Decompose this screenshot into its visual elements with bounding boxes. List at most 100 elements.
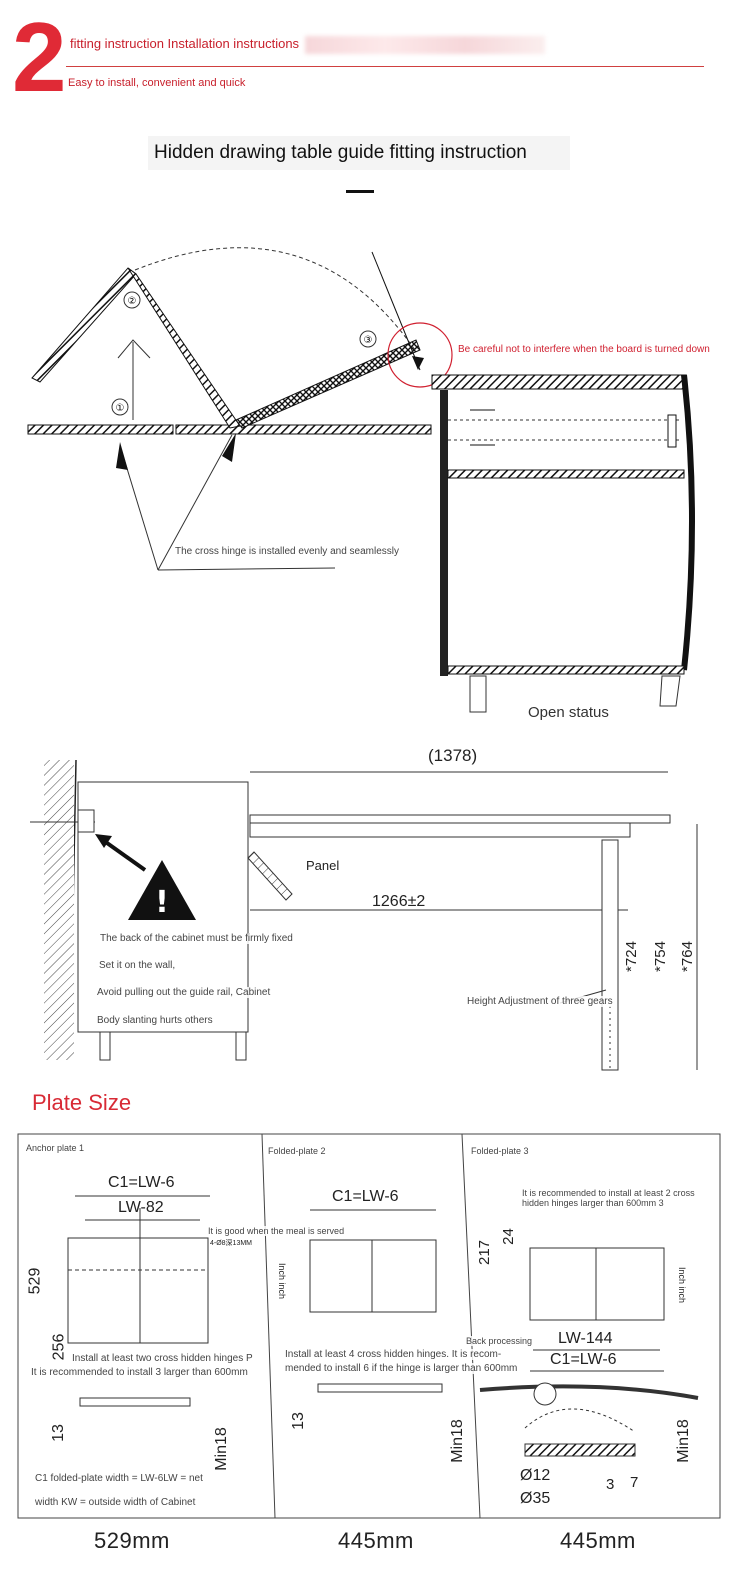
cabinet-bottom xyxy=(447,665,685,675)
plate2-dim-min: Min18 xyxy=(448,1419,466,1463)
plate1-dim-t: 13 xyxy=(49,1424,67,1442)
warning-note: Be careful not to interfere when the boa… xyxy=(458,344,710,355)
plate1-name: Anchor plate 1 xyxy=(26,1143,85,1153)
panel-board xyxy=(247,851,293,901)
plate3-dim-d35: Ø35 xyxy=(520,1490,551,1507)
dim-height-724: *724 xyxy=(622,941,640,972)
plate1-dim-min: Min18 xyxy=(212,1427,230,1471)
plate3-back-processing: Back processing xyxy=(466,1336,533,1346)
hinge-arrow-left xyxy=(116,442,128,470)
plate3-size: 445mm xyxy=(560,1528,636,1553)
plate2-note-recommend: mended to install 6 if the hinge is larg… xyxy=(285,1363,518,1374)
cabinet-note-3: Avoid pulling out the guide rail, Cabine… xyxy=(97,987,271,998)
flat-board-left xyxy=(27,424,174,435)
anchor-block xyxy=(77,809,95,833)
dimension-diagram: ! xyxy=(30,759,698,1071)
arc-pointer-line xyxy=(371,251,421,371)
header-title: fitting instruction Installation instruc… xyxy=(70,36,300,51)
step-1: ① xyxy=(116,403,125,414)
flat-board-right xyxy=(175,424,432,435)
folded-board-right xyxy=(127,267,241,429)
warning-triangle-icon xyxy=(128,860,196,920)
lift-arrow xyxy=(117,339,151,420)
step-marker-3 xyxy=(359,330,377,348)
plate3-dim-7: 7 xyxy=(630,1474,639,1491)
warning-exclamation-icon: ! xyxy=(155,885,169,920)
leg-left xyxy=(469,675,487,713)
plate3-name: Folded-plate 3 xyxy=(471,1146,529,1156)
drawer-stop xyxy=(667,414,677,448)
wall-hatch xyxy=(44,760,74,1060)
step-number: 2 xyxy=(12,2,66,112)
plate1-note-meal: It is good when the meal is served xyxy=(208,1226,345,1236)
plate2-size: 445mm xyxy=(338,1528,414,1553)
cabinet-leg-left xyxy=(99,1031,111,1061)
plate2-side-view xyxy=(317,1383,443,1393)
drawer-arrows xyxy=(470,409,495,446)
tabletop-rail xyxy=(249,822,631,838)
header-subtitle: Easy to install, convenient and quick xyxy=(68,77,246,89)
plate3-inch-label: Inch inch xyxy=(677,1266,688,1304)
dim-total: (1378) xyxy=(428,746,478,765)
plate3-note-recommend: It is recommended to install at least 2 … xyxy=(522,1188,712,1209)
cabinet-note-2: Set it on the wall, xyxy=(99,960,176,971)
hinge-pointer-lines xyxy=(121,434,336,571)
step-2: ② xyxy=(128,296,137,307)
plate1-dim-c1: C1=LW-6 xyxy=(108,1174,175,1191)
open-status-diagram: ① ② ③ xyxy=(27,247,695,713)
step-marker-1 xyxy=(111,398,129,416)
plate3-dim-3: 3 xyxy=(606,1476,615,1493)
cabinet-shelf xyxy=(447,469,685,479)
step-3: ③ xyxy=(364,335,373,346)
tabletop xyxy=(249,814,671,824)
cabinet-leg-right xyxy=(235,1031,247,1061)
plate2-note-hinges: Install at least 4 cross hidden hinges. … xyxy=(285,1349,502,1360)
plate2-inch-label: Inch inch xyxy=(277,1262,288,1300)
cabinet-note-4: Body slanting hurts others xyxy=(97,1015,213,1026)
plate2-name: Folded-plate 2 xyxy=(268,1146,326,1156)
plate1-note-recommend: It is recommended to install 3 larger th… xyxy=(31,1367,248,1378)
plate3-dim-d12: Ø12 xyxy=(520,1467,551,1484)
plate3-dim-lw: LW-144 xyxy=(558,1330,613,1347)
blurred-heading-text xyxy=(305,36,545,54)
tilted-board xyxy=(235,339,421,429)
plate1-size: 529mm xyxy=(94,1528,170,1553)
dim-inner: 1266±2 xyxy=(372,893,426,910)
plate1-dim-lw: LW-82 xyxy=(118,1199,164,1216)
plate3-dim-24: 24 xyxy=(499,1228,517,1245)
cabinet-front-edge xyxy=(440,390,448,676)
plate-divider-1 xyxy=(261,1133,276,1519)
plate-size-title: Plate Size xyxy=(32,1090,132,1115)
open-status-label: Open status xyxy=(528,704,609,721)
adjustable-leg xyxy=(601,839,619,1071)
dim-height-764: *764 xyxy=(678,941,696,972)
main-title-text: Hidden drawing table guide fitting instr… xyxy=(154,142,527,163)
title-dash xyxy=(346,190,374,193)
warning-circle xyxy=(387,322,453,388)
panel-label: Panel xyxy=(306,858,340,873)
plate-divider-2 xyxy=(461,1133,481,1519)
dim-height-754: *754 xyxy=(651,941,669,972)
main-title: Hidden drawing table guide fitting instr… xyxy=(148,136,570,170)
plate1-footer-1: C1 folded-plate width = LW-6LW = net xyxy=(35,1473,203,1484)
plate3-detail-arc xyxy=(524,1408,636,1433)
plate3-rect xyxy=(529,1247,665,1321)
plate1-note-hinges: Install at least two cross hidden hinges… xyxy=(72,1353,253,1364)
arc-arrowhead xyxy=(412,356,424,370)
plate1-rect xyxy=(67,1237,209,1344)
folded-board-left xyxy=(31,267,137,383)
plate3-detail-section xyxy=(524,1443,636,1457)
leg-right xyxy=(659,675,681,707)
plate1-side-view xyxy=(79,1397,191,1407)
header-divider xyxy=(66,66,704,67)
plate1-note-small: 4-Ø8深13MM xyxy=(210,1240,253,1247)
plate3-board xyxy=(479,1384,699,1400)
hinge-note: The cross hinge is installed evenly and … xyxy=(175,546,399,557)
plate3-dim-c1: C1=LW-6 xyxy=(550,1351,617,1368)
plate3-dim-217: 217 xyxy=(476,1239,494,1266)
plate-frame xyxy=(17,1133,721,1519)
plate-size-diagrams xyxy=(17,1133,721,1519)
plate1-dim-h1: 529 xyxy=(26,1267,44,1295)
plate3-dim-min: Min18 xyxy=(674,1419,692,1463)
cabinet-note-1: The back of the cabinet must be firmly f… xyxy=(100,933,293,944)
